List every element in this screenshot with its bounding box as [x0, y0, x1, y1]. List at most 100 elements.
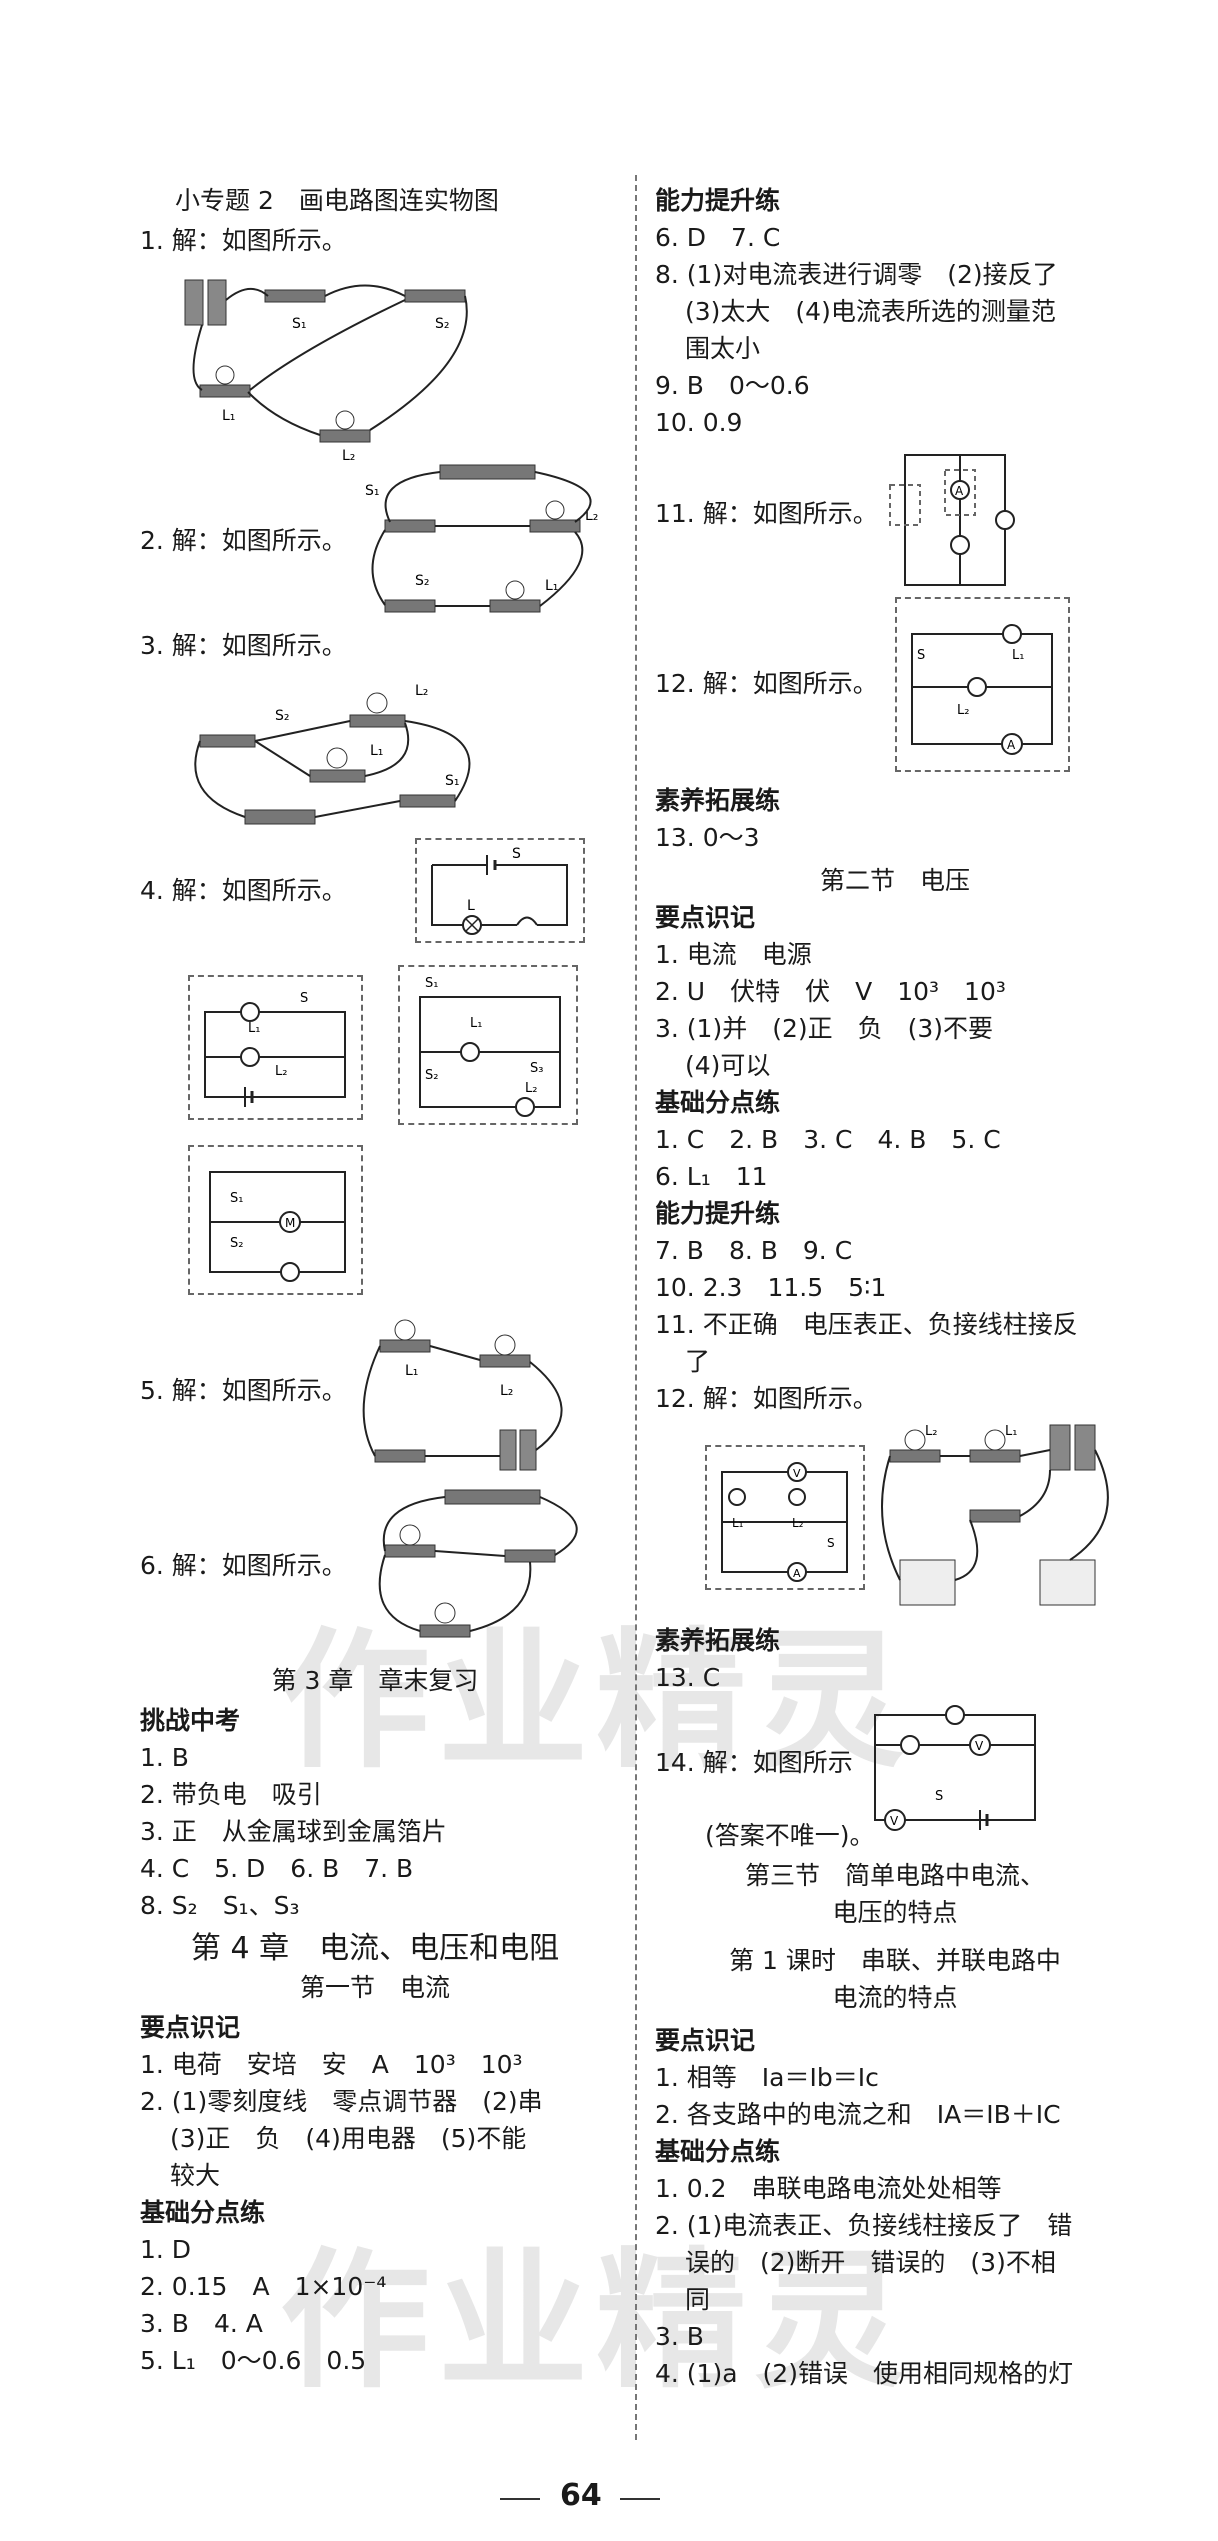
- answer-n9: 9. B 0～0.6: [655, 371, 810, 400]
- answer-c2: 2. 带负电 吸引: [140, 1780, 322, 1809]
- svg-text:L₁: L₁: [248, 1021, 260, 1036]
- answer-vj6: 6. L₁ 11: [655, 1162, 768, 1191]
- heading-jichu: 基础分点练: [140, 2198, 266, 2227]
- watermark-bottom: 作业精灵: [280, 2235, 913, 2409]
- answer-j5: 5. L₁ 0～0.6 0.5: [140, 2346, 367, 2375]
- answer-k2c: 同: [685, 2285, 711, 2314]
- heading-yaodian: 要点识记: [140, 2013, 241, 2042]
- svg-text:S₂: S₂: [415, 573, 430, 589]
- heading-suyang-2: 素养拓展练: [655, 1626, 781, 1655]
- circuit-figure-6: [378, 1489, 578, 1638]
- answer-c3: 3. 正 从金属球到金属箔片: [140, 1817, 447, 1846]
- svg-text:S₂: S₂: [275, 708, 290, 724]
- heading-tiaozhan: 挑战中考: [140, 1706, 241, 1735]
- answer-n11: 11. 解：如图所示。: [655, 499, 878, 528]
- answer-y2b: (3)正 负 (4)用电器 (5)不能: [170, 2124, 527, 2153]
- svg-text:L₁: L₁: [222, 408, 235, 424]
- heading-nengli: 能力提升练: [655, 186, 781, 215]
- svg-text:A: A: [1007, 738, 1016, 752]
- svg-text:L₁: L₁: [732, 1516, 744, 1530]
- answer-k2a: 2. (1)电流表正、负接线柱接反了 错: [655, 2211, 1073, 2240]
- svg-text:S: S: [935, 1789, 943, 1804]
- svg-text:S₁: S₁: [292, 316, 307, 332]
- svg-text:S₁: S₁: [230, 1191, 243, 1206]
- heading-jichu-3: 基础分点练: [655, 2137, 781, 2166]
- svg-text:V: V: [890, 1814, 899, 1828]
- chapter-3-title: 第 3 章 章末复习: [271, 1666, 479, 1695]
- answer-note: (答案不唯一)。: [705, 1821, 875, 1850]
- answer-vn11b: 了: [685, 1347, 711, 1376]
- answer-n12: 12. 解：如图所示。: [655, 669, 878, 698]
- answer-s13: 13. 0～3: [655, 823, 760, 852]
- answer-v2: 2. U 伏特 伏 V 10³ 10³: [655, 977, 1006, 1006]
- answer-3: 3. 解：如图所示。: [140, 631, 347, 660]
- circuit-figure-3: S₂ L₂ L₁ S₁: [194, 683, 471, 825]
- answer-vj1: 1. C 2. B 3. C 4. B 5. C: [655, 1125, 1001, 1154]
- chapter-4-title: 第 4 章 电流、电压和电阻: [190, 1931, 560, 1966]
- heading-suyang: 素养拓展练: [655, 786, 781, 815]
- answer-2: 2. 解：如图所示。: [140, 526, 347, 555]
- svg-text:L₂: L₂: [585, 508, 598, 524]
- svg-text:S₃: S₃: [530, 1061, 543, 1076]
- circuit-diagram-v14: V V S: [874, 1705, 1036, 1831]
- answer-4: 4. 解：如图所示。: [140, 876, 347, 905]
- answer-k3: 3. B: [655, 2322, 704, 2351]
- svg-text:S: S: [300, 991, 308, 1006]
- svg-text:L₁: L₁: [470, 1016, 482, 1031]
- circuit-diagram-4d: S₁ M S₂: [188, 1145, 363, 1295]
- svg-text:L₁: L₁: [405, 1363, 418, 1379]
- circuit-diagram-4b: L₁ L₂ S: [188, 975, 363, 1120]
- answer-k4: 4. (1)a (2)错误 使用相同规格的灯: [655, 2359, 1073, 2388]
- svg-text:L₂: L₂: [925, 1424, 937, 1439]
- circuit-diagram-v12: L₁ V L₂ S A: [705, 1445, 865, 1590]
- svg-text:S₁: S₁: [365, 483, 380, 499]
- answer-c1: 1. B: [140, 1743, 189, 1772]
- answer-n8a: 8. (1)对电流表进行调零 (2)接反了: [655, 260, 1058, 289]
- lesson-1-title-1: 第 1 课时 串联、并联电路中: [729, 1946, 1061, 1975]
- answer-c8: 8. S₂ S₁、S₃: [140, 1891, 300, 1920]
- section-2-title: 第二节 电压: [819, 866, 970, 895]
- svg-text:S₂: S₂: [435, 316, 450, 332]
- answer-c4: 4. C 5. D 6. B 7. B: [140, 1854, 414, 1883]
- page-number: 64: [560, 2478, 602, 2513]
- svg-text:L₂: L₂: [275, 1064, 287, 1079]
- svg-text:A: A: [793, 1567, 801, 1580]
- page-number-rule-right: [620, 2498, 660, 2500]
- answer-j1: 1. D: [140, 2235, 192, 2264]
- circuit-figure-5: L₁ L₂: [362, 1319, 563, 1471]
- page-number-rule-left: [500, 2498, 540, 2500]
- svg-text:L₂: L₂: [957, 703, 969, 718]
- answer-vn7: 7. B 8. B 9. C: [655, 1236, 853, 1265]
- circuit-figure-1: S₁ S₂ L₁ L₂: [184, 279, 468, 464]
- circuit-diagram-4: S L: [415, 838, 585, 943]
- answer-y2a: 2. (1)零刻度线 零点调节器 (2)串: [140, 2087, 543, 2116]
- answer-1: 1. 解：如图所示。: [140, 226, 347, 255]
- svg-text:L: L: [467, 898, 475, 914]
- heading-jichu-2: 基础分点练: [655, 1088, 781, 1117]
- answer-vn11a: 11. 不正确 电压表正、负接线柱接反: [655, 1310, 1078, 1339]
- svg-text:L₂: L₂: [500, 1383, 513, 1399]
- answer-vn10: 10. 2.3 11.5 5∶1: [655, 1273, 887, 1302]
- heading-nengli-2: 能力提升练: [655, 1199, 781, 1228]
- svg-text:S₁: S₁: [425, 976, 438, 991]
- answer-n8b: (3)太大 (4)电流表所选的测量范: [685, 297, 1056, 326]
- heading-yaodian-2: 要点识记: [655, 903, 756, 932]
- svg-text:S₁: S₁: [445, 773, 460, 789]
- circuit-diagram-11: A: [889, 454, 1015, 586]
- answer-j2: 2. 0.15 A 1×10⁻⁴: [140, 2272, 387, 2301]
- answer-v1: 1. 电流 电源: [655, 940, 812, 969]
- answer-y1: 1. 电荷 安培 安 A 10³ 10³: [140, 2050, 523, 2079]
- svg-text:L₂: L₂: [525, 1081, 537, 1096]
- section-3-title-2: 电压的特点: [832, 1898, 958, 1927]
- svg-text:V: V: [975, 1739, 984, 1753]
- svg-text:L₁: L₁: [370, 743, 383, 759]
- answer-z1: 1. 相等 Ia＝Ib＝Ic: [655, 2063, 879, 2092]
- answer-j3: 3. B 4. A: [140, 2309, 263, 2338]
- answer-6: 6. 解：如图所示。: [140, 1551, 347, 1580]
- section-3-title-1: 第三节 简单电路中电流、: [744, 1861, 1045, 1890]
- svg-text:L₁: L₁: [545, 578, 558, 594]
- svg-text:L₁: L₁: [1005, 1424, 1017, 1439]
- circuit-diagram-4c: S₁ L₁ S₂ S₃ L₂: [398, 965, 578, 1125]
- svg-text:S: S: [827, 1536, 835, 1550]
- svg-text:M: M: [285, 1216, 295, 1230]
